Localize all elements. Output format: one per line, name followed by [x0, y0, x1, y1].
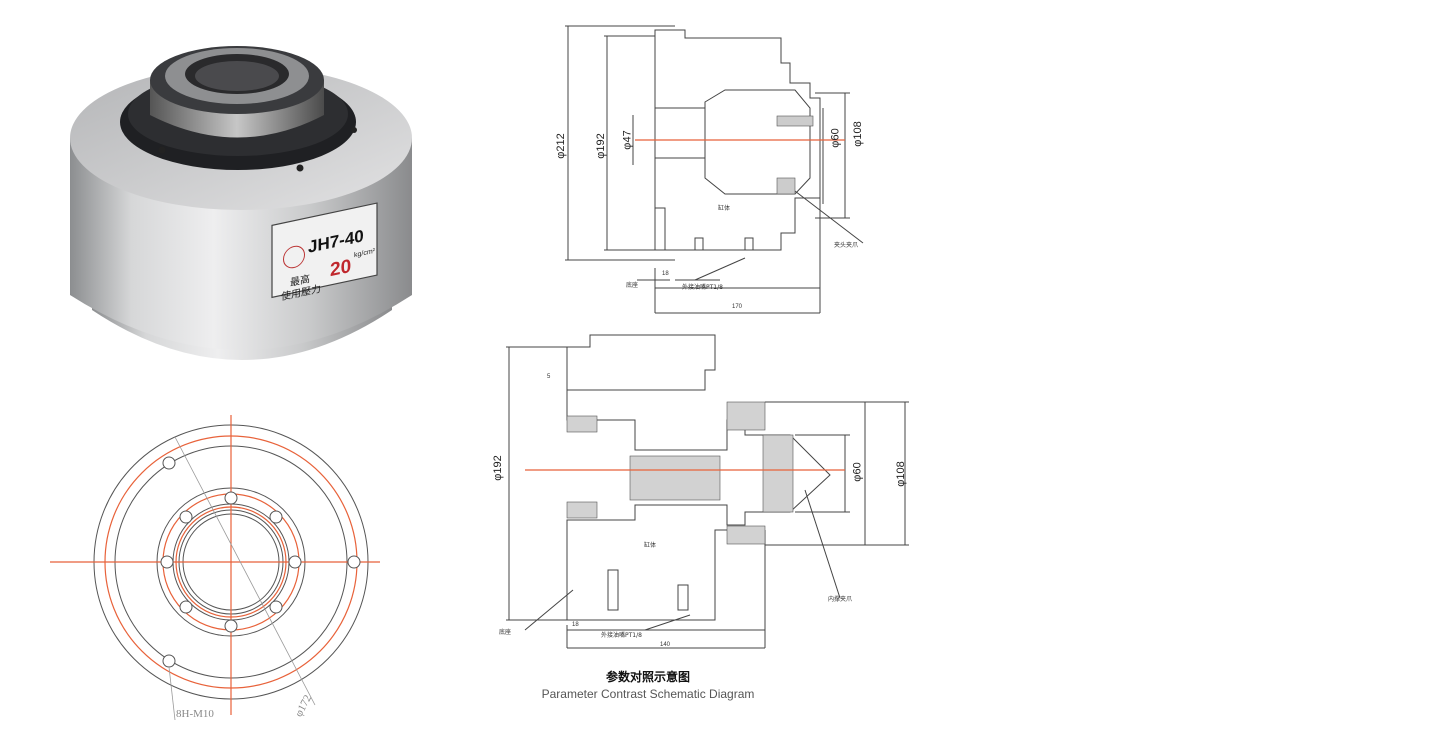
top-dim-body: φ192	[594, 133, 607, 159]
bolt-label: 8H-M10	[176, 708, 214, 720]
bottom-label-collet: 内撑夹爪	[828, 596, 853, 603]
bottom-label-body: 缸体	[644, 542, 657, 549]
top-label-ports: 外接油嘴PT1/8	[682, 284, 723, 291]
product-photo	[70, 46, 412, 360]
top-label-body: 缸体	[718, 205, 731, 212]
top-label-collet: 夹头夹爪	[834, 242, 859, 249]
top-section-drawing	[565, 25, 864, 314]
nameplate	[271, 202, 378, 299]
top-dim-bore: φ47	[621, 130, 634, 150]
bottom-dim-body: φ192	[491, 455, 504, 481]
bottom-dim-len: 140	[660, 642, 671, 648]
nameplate-pressure: 20	[330, 255, 352, 282]
top-dim-a: 18	[662, 271, 669, 277]
bottom-dim-a: 18	[572, 622, 579, 628]
bottom-dim-collet: φ60	[851, 462, 864, 482]
caption-title-en: Parameter Contrast Schematic Diagram	[541, 687, 755, 701]
top-label-base: 底座	[626, 282, 639, 289]
top-dim-len: 170	[732, 304, 743, 310]
bottom-section-drawing	[506, 334, 909, 649]
caption-title-cn: 参数对照示意图	[605, 670, 690, 684]
top-dim-outer: φ212	[554, 133, 567, 159]
top-dim-nose: φ108	[851, 121, 864, 147]
bottom-label-ports: 外接油嘴PT1/8	[601, 632, 642, 639]
bottom-dim-nose: φ108	[894, 461, 907, 487]
front-view-drawing	[50, 415, 380, 721]
bottom-dim-small: 5	[547, 374, 551, 380]
bottom-label-base: 底座	[499, 629, 512, 636]
top-dim-collet: φ60	[829, 128, 842, 148]
